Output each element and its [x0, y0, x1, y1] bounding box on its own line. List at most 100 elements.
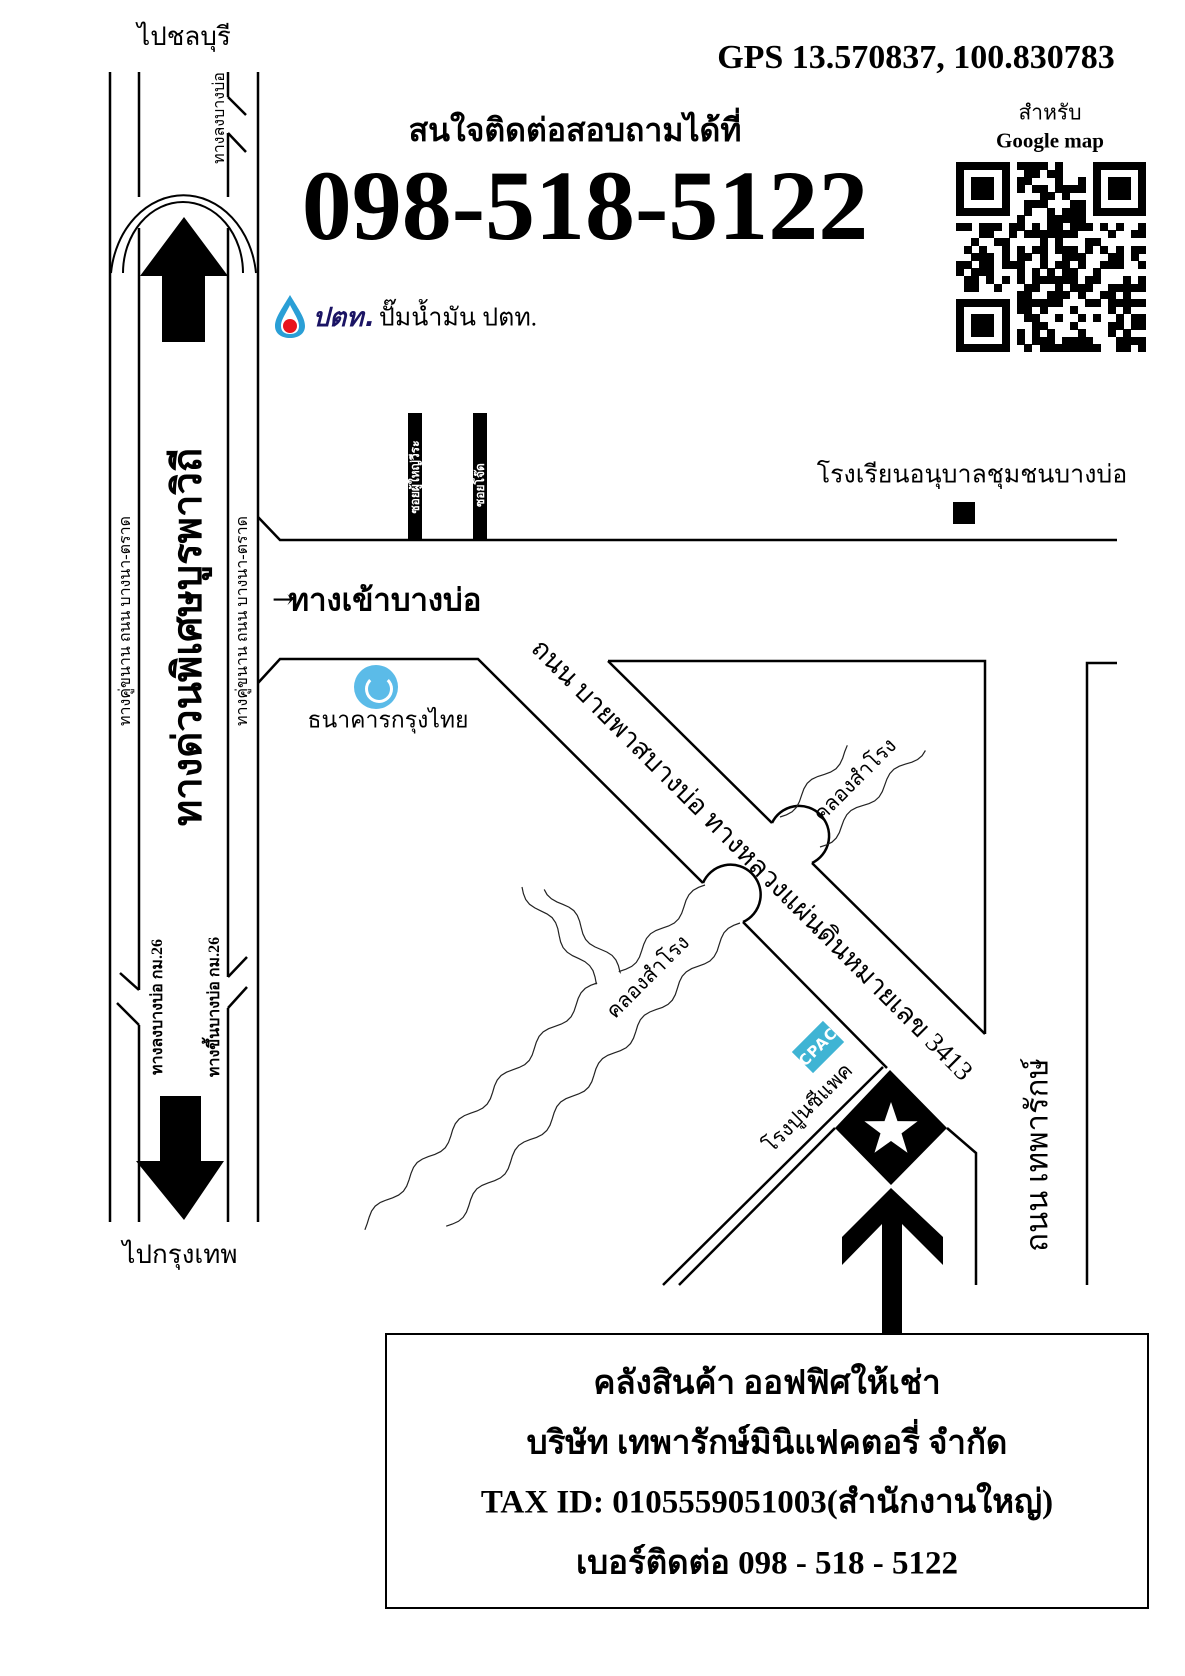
qr-module [1070, 268, 1079, 277]
qr-module [1039, 192, 1048, 201]
qr-module [1054, 238, 1063, 247]
qr-module [1032, 230, 1041, 239]
qr-module [1062, 215, 1071, 224]
local-roads [257, 516, 1117, 1286]
qr-module [986, 276, 995, 285]
qr-module [1001, 298, 1010, 307]
qr-module [1123, 276, 1132, 285]
qr-module [1039, 230, 1048, 239]
qr-module [1123, 184, 1132, 193]
canal-bank-line [779, 745, 848, 818]
qr-module [1085, 222, 1094, 231]
qr-module [1001, 321, 1010, 330]
qr-module [1070, 230, 1079, 239]
soi-1-label: ซอยผู้ใหญ่วีระ [408, 440, 422, 514]
qr-module [1108, 253, 1117, 262]
qr-module [1032, 321, 1041, 330]
qr-module [1092, 200, 1101, 209]
qr-module [1077, 222, 1086, 231]
qr-module [1085, 336, 1094, 345]
qr-module [956, 222, 965, 231]
qr-module [956, 162, 965, 171]
qr-module [1138, 207, 1147, 216]
qr-module [971, 184, 980, 193]
qr-module [1032, 162, 1041, 171]
qr-module [1009, 222, 1018, 231]
qr-module [1123, 177, 1132, 186]
qr-module [1047, 276, 1056, 285]
qr-code-icon[interactable] [956, 162, 1147, 353]
qr-module [1115, 260, 1124, 269]
arrow-up-icon [140, 217, 228, 342]
qr-module [1085, 298, 1094, 307]
canal-lines [364, 745, 926, 1231]
qr-module [1024, 162, 1033, 171]
qr-module [1085, 276, 1094, 285]
qr-module [1108, 192, 1117, 201]
qr-module [971, 298, 980, 307]
qr-module [1047, 207, 1056, 216]
entrance-km26-label: ทางขึ้นบางบ่อ กม.26 [206, 936, 223, 1078]
qr-module [1092, 268, 1101, 277]
qr-module [1039, 298, 1048, 307]
qr-caption-line2: Google map [996, 128, 1104, 153]
qr-module [994, 222, 1003, 231]
qr-module [1092, 344, 1101, 353]
qr-module [986, 314, 995, 323]
qr-module [1115, 162, 1124, 171]
qr-module [1054, 276, 1063, 285]
qr-module [986, 207, 995, 216]
qr-module [1016, 222, 1025, 231]
qr-module [1032, 169, 1041, 178]
qr-module [1092, 184, 1101, 193]
qr-module [1062, 230, 1071, 239]
qr-module [1001, 177, 1010, 186]
qr-module [1047, 230, 1056, 239]
qr-module [1047, 298, 1056, 307]
qr-module [1130, 207, 1139, 216]
qr-module [1130, 162, 1139, 171]
qr-module [1054, 215, 1063, 224]
qr-module [1100, 260, 1109, 269]
qr-module [1115, 321, 1124, 330]
qr-module [1054, 260, 1063, 269]
qr-module [963, 283, 972, 292]
qr-module [1001, 162, 1010, 171]
qr-module [1138, 283, 1147, 292]
qr-module [1001, 306, 1010, 315]
qr-module [1077, 200, 1086, 209]
bank-label: ธนาคารกรุงไทย [307, 707, 469, 733]
qr-module [1138, 336, 1147, 345]
qr-module [1070, 283, 1079, 292]
qr-module [1024, 283, 1033, 292]
qr-module [1138, 169, 1147, 178]
qr-module [1024, 230, 1033, 239]
qr-module [1108, 207, 1117, 216]
qr-module [1130, 245, 1139, 254]
qr-module [986, 344, 995, 353]
qr-module [1092, 314, 1101, 323]
qr-module [1054, 162, 1063, 171]
qr-module [1016, 268, 1025, 277]
qr-module [978, 192, 987, 201]
qr-module [1001, 207, 1010, 216]
qr-module [1001, 169, 1010, 178]
qr-module [1024, 314, 1033, 323]
qr-module [1115, 336, 1124, 345]
qr-module [1001, 329, 1010, 338]
qr-module [1070, 200, 1079, 209]
qr-module [1016, 260, 1025, 269]
qr-module [1100, 222, 1109, 231]
qr-module [994, 162, 1003, 171]
qr-module [986, 192, 995, 201]
qr-module [971, 207, 980, 216]
qr-module [956, 260, 965, 269]
qr-module [1047, 268, 1056, 277]
qr-module [1100, 162, 1109, 171]
qr-module [1016, 162, 1025, 171]
star-icon [864, 1102, 918, 1153]
qr-module [1138, 177, 1147, 186]
qr-module [1001, 276, 1010, 285]
qr-module [1130, 298, 1139, 307]
qr-module [1115, 192, 1124, 201]
